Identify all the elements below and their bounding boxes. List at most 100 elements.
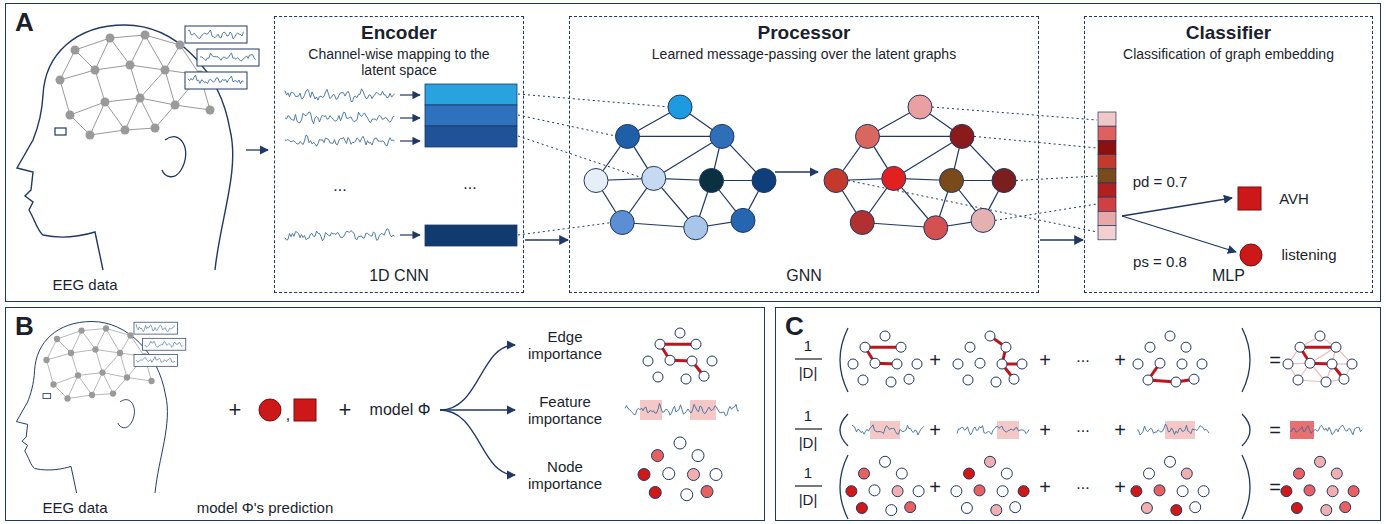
graph-node <box>940 169 964 193</box>
graph-node <box>1144 468 1155 479</box>
graph-node <box>1331 468 1342 479</box>
graph-node <box>655 339 665 349</box>
graph-node <box>1315 456 1326 467</box>
electrode-link <box>155 105 175 128</box>
graph-node <box>880 456 891 467</box>
electrode <box>43 357 49 363</box>
arrow <box>400 140 420 141</box>
ellipsis: ... <box>463 175 476 193</box>
electrode-link <box>113 378 127 394</box>
graph-node <box>846 486 857 497</box>
arrow <box>1122 198 1232 216</box>
graph-node <box>991 377 1001 387</box>
graph <box>824 95 1016 240</box>
graph-node <box>668 95 692 119</box>
branch-arrow <box>440 410 515 475</box>
graph-node <box>961 503 972 514</box>
dotted-mapping <box>974 136 1097 148</box>
eye <box>43 394 51 399</box>
electrode-link <box>130 35 145 65</box>
graph <box>584 95 776 240</box>
dotted-mapping <box>932 107 1097 120</box>
electrode-link <box>140 98 175 105</box>
graph-edge <box>628 136 723 137</box>
electrode-link <box>140 98 155 128</box>
electrode <box>68 350 74 356</box>
graph-node <box>985 331 995 341</box>
formula-symbol: + <box>929 349 941 372</box>
electrode-link <box>95 70 105 102</box>
signal-box <box>134 354 177 366</box>
arrow <box>775 171 818 172</box>
graph <box>848 331 922 387</box>
graph-node <box>1189 374 1199 384</box>
dotted-mapping <box>995 204 1097 220</box>
formula-symbol: + <box>1114 419 1126 442</box>
electrode <box>103 325 109 331</box>
electrode-link <box>125 128 155 130</box>
graph-node <box>1197 359 1207 369</box>
electrode-link <box>60 50 75 80</box>
graph-node <box>681 489 693 501</box>
class-square <box>294 399 316 421</box>
formula-symbol: 1 <box>804 337 812 354</box>
graph-node <box>710 469 722 481</box>
bracket <box>840 455 848 519</box>
eeg-waveform <box>1290 425 1362 435</box>
formula-symbol: + <box>1039 419 1051 442</box>
formula-symbol: + <box>929 476 941 499</box>
electrode-link <box>175 105 210 110</box>
head-illustration <box>17 25 259 270</box>
output-label: Feature importance <box>523 393 608 428</box>
graph-node <box>965 342 975 352</box>
graph-node <box>848 359 858 369</box>
formula-symbol: = <box>1269 476 1281 499</box>
fraction-bar <box>795 485 822 486</box>
eeg-waveform <box>285 112 395 124</box>
signal-box <box>185 72 247 89</box>
graph <box>1283 331 1357 387</box>
electrode-link <box>103 373 128 378</box>
formula-symbol: |D| <box>799 491 818 508</box>
branch-arrow <box>440 345 515 410</box>
ear <box>118 400 135 428</box>
graph-node <box>1331 342 1341 352</box>
fraction-bar <box>795 428 822 429</box>
electrode <box>92 346 98 352</box>
formula-symbol: = <box>1269 349 1281 372</box>
plus-sign: + <box>339 397 352 422</box>
caption-label: EEG data <box>42 499 107 516</box>
graph-node <box>638 469 650 481</box>
graph-node <box>963 375 973 385</box>
arrow <box>1122 216 1236 252</box>
graph-node <box>858 375 868 385</box>
eeg-waveform <box>957 426 1029 435</box>
graph-node <box>856 503 867 514</box>
graph-node <box>985 456 996 467</box>
graph-node <box>896 468 907 479</box>
electrode <box>66 111 75 120</box>
graph-node <box>692 450 704 462</box>
electrode-link <box>78 375 92 395</box>
graph-node <box>886 377 896 387</box>
model-label: model Φ <box>370 401 431 419</box>
electrode-link <box>90 130 125 135</box>
graph-node <box>1315 331 1325 341</box>
eeg-waveform <box>285 229 395 241</box>
ellipsis: ... <box>333 177 346 195</box>
graph-node <box>896 342 906 352</box>
electrode-link <box>71 350 96 354</box>
caption-label: model Φ's prediction <box>197 499 334 516</box>
embedding-cell <box>1098 112 1116 126</box>
electrode-link <box>92 373 103 395</box>
graph-node <box>850 211 874 235</box>
importance-highlight <box>1165 421 1195 439</box>
panel-letter: B <box>15 312 34 342</box>
graph-node <box>707 356 717 366</box>
graph-node <box>824 169 848 193</box>
graph-node <box>870 358 880 368</box>
electrode-link <box>127 378 152 382</box>
signal-box <box>134 322 177 334</box>
graph-node <box>1327 486 1338 497</box>
electrode-link <box>82 329 107 331</box>
